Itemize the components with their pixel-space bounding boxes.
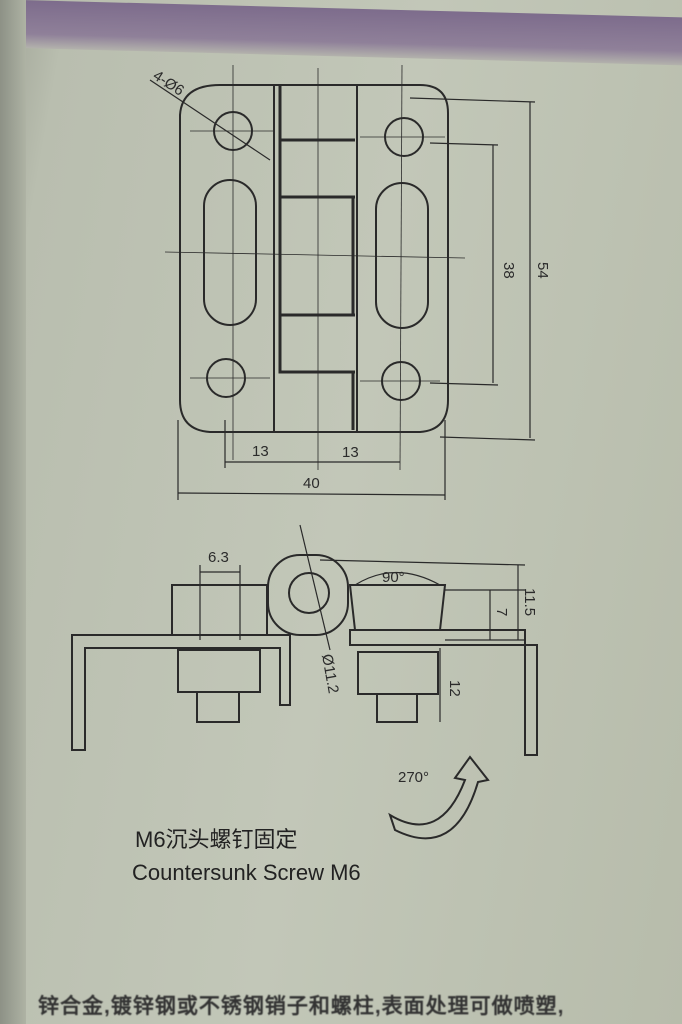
dia-11-2: Ø11.2: [318, 653, 342, 695]
dim-7: 7: [493, 608, 510, 616]
dim-11-5: 11.5: [521, 588, 538, 616]
rotation-arrow-icon: [388, 755, 490, 840]
dim-12: 12: [446, 680, 463, 697]
side-view: [71, 554, 538, 756]
caption-chinese: M6沉头螺钉固定: [135, 827, 298, 852]
angle-90: 90°: [382, 569, 405, 586]
page-gutter: [0, 0, 26, 1024]
dim-38: 38: [500, 262, 517, 279]
rotation-label: 270°: [398, 769, 429, 786]
centerlines: [164, 64, 466, 471]
caption-english: Countersunk Screw M6: [132, 860, 361, 885]
dim-13-right: 13: [342, 444, 359, 461]
dimension-lines: [149, 79, 536, 500]
dim-13-left: 13: [252, 443, 269, 460]
dim-40: 40: [303, 475, 320, 492]
side-dimension-lines: [199, 524, 526, 722]
hole-label: 4-Ø6: [150, 67, 187, 99]
footer-text: 锌合金,镀锌钢或不锈钢销子和螺柱,表面处理可做喷塑,: [38, 995, 565, 1018]
dim-54: 54: [534, 262, 551, 279]
dim-6-3: 6.3: [208, 549, 229, 566]
